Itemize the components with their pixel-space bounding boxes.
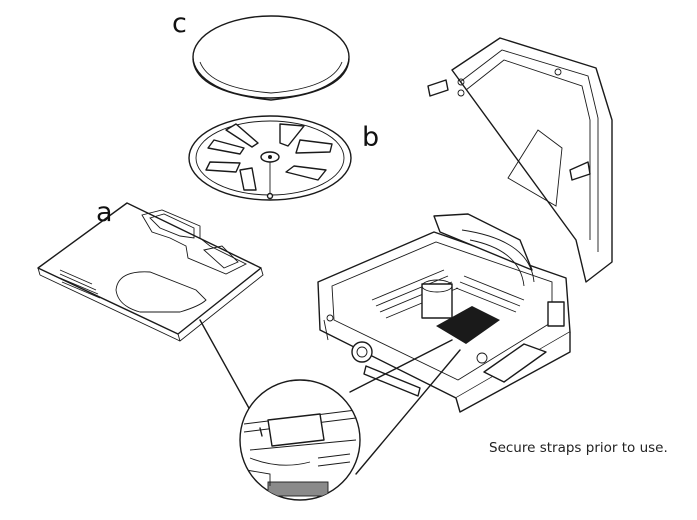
part-a-plate [37, 202, 264, 342]
instruction-caption: Secure straps prior to use. [489, 440, 668, 456]
part-label-b: b [362, 122, 380, 153]
part-c-disc [192, 15, 350, 101]
grill-body [317, 213, 571, 413]
part-b-rack [188, 115, 352, 201]
plate-text-lines [59, 269, 101, 299]
part-label-c: c [172, 8, 187, 39]
detail-circle [239, 379, 361, 501]
grill-lid [427, 37, 613, 283]
part-label-a: a [96, 197, 113, 228]
